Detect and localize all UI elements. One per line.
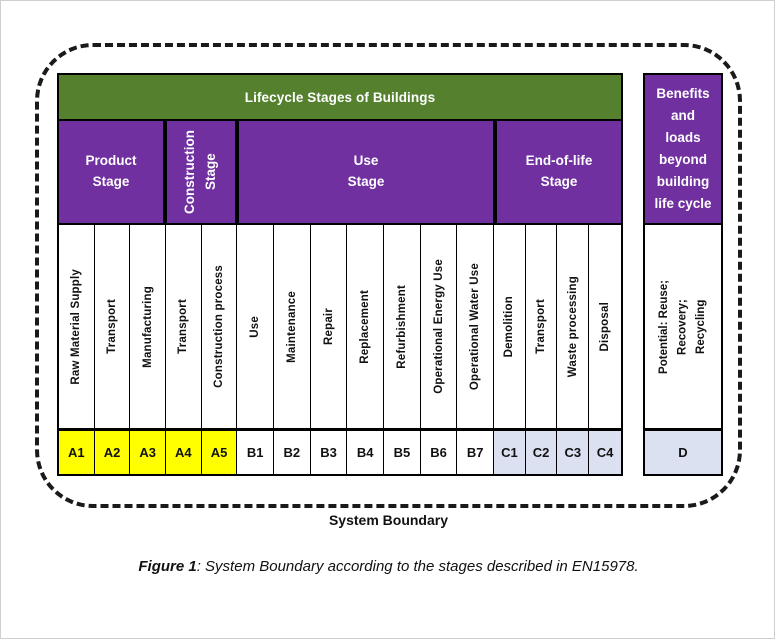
module-code-cell-c4: C4 bbox=[589, 431, 621, 474]
module-code-b4-text: B4 bbox=[356, 445, 374, 460]
module-code-cell-a5: A5 bbox=[201, 431, 238, 474]
module-label-b4-text: Replacement bbox=[359, 289, 372, 364]
module-label-b1-text: Use bbox=[249, 315, 262, 338]
module-code-b2-text: B2 bbox=[283, 445, 301, 460]
module-code-cell-d: D bbox=[643, 430, 723, 476]
module-label-cell-c3: Waste processing bbox=[557, 225, 590, 428]
module-label-b2-text: Maintenance bbox=[285, 290, 298, 363]
module-code-b5-text: B5 bbox=[393, 445, 411, 460]
module-code-cell-b2: B2 bbox=[274, 431, 311, 474]
module-code-cell-b4: B4 bbox=[347, 431, 385, 474]
module-label-b6-text: Operational Energy Use bbox=[432, 259, 445, 394]
module-label-cell-a4: Transport bbox=[166, 225, 202, 428]
module-label-a1-text: Raw Material Supply bbox=[70, 268, 83, 385]
module-code-c4-text: C4 bbox=[596, 445, 614, 460]
module-label-a4-text: Transport bbox=[177, 299, 190, 354]
module-code-row: A1 A2 A3 A4 A5 B1 B2 B3 B4 B5 B6 B7 C1 C2 C3 C4 bbox=[57, 430, 623, 476]
figure-caption-number: Figure 1 bbox=[138, 558, 197, 575]
module-label-cell-a1: Raw Material Supply bbox=[59, 225, 95, 428]
module-code-cell-c3: C3 bbox=[557, 431, 590, 474]
module-label-cell-b2: Maintenance bbox=[274, 225, 311, 428]
module-code-cell-c2: C2 bbox=[525, 431, 558, 474]
module-label-a2-text: Transport bbox=[106, 299, 118, 354]
module-code-cell-c1: C1 bbox=[494, 431, 526, 474]
module-label-c4-text: Disposal bbox=[599, 301, 612, 352]
module-label-cell-c4: Disposal bbox=[589, 225, 621, 428]
module-code-cell-b5: B5 bbox=[384, 431, 421, 474]
module-label-cell-c1: Demolition bbox=[494, 225, 526, 428]
module-code-b1-text: B1 bbox=[246, 445, 264, 460]
module-label-b7-text: Operational Water Use bbox=[469, 262, 482, 391]
module-label-a5-text: Construction process bbox=[213, 265, 226, 388]
module-label-d-text: Potential: Reuse; Recovery; Recycling bbox=[658, 279, 708, 374]
module-code-c3-text: C3 bbox=[564, 445, 582, 460]
module-label-b5-text: Refurbishment bbox=[395, 284, 408, 369]
stage-header-construction-stage-label: Construction Stage bbox=[182, 130, 218, 214]
module-code-a2-text: A2 bbox=[103, 445, 121, 460]
figure-caption-text: : System Boundary according to the stage… bbox=[196, 558, 639, 575]
module-label-cell-b4: Replacement bbox=[347, 225, 385, 428]
module-code-cell-b6: B6 bbox=[420, 431, 458, 474]
module-code-c1-text: C1 bbox=[501, 445, 518, 460]
lifecycle-stages-banner: Lifecycle Stages of Buildings bbox=[57, 73, 623, 121]
module-label-cell-d: Potential: Reuse; Recovery; Recycling bbox=[643, 225, 723, 430]
module-code-b7-text: B7 bbox=[466, 445, 484, 460]
module-label-cell-a2: Transport bbox=[94, 225, 131, 428]
module-code-d-text: D bbox=[678, 445, 688, 460]
module-code-b3-text: B3 bbox=[320, 445, 337, 460]
module-label-cell-b1: Use bbox=[237, 225, 275, 428]
module-code-cell-a2: A2 bbox=[94, 431, 131, 474]
module-code-b6-text: B6 bbox=[430, 445, 447, 460]
module-code-a3-text: A3 bbox=[139, 445, 156, 460]
figure-caption: Figure 1: System Boundary according to t… bbox=[0, 558, 777, 575]
module-code-cell-a1: A1 bbox=[59, 431, 95, 474]
module-label-cell-c2: Transport bbox=[525, 225, 558, 428]
module-label-cell-b3: Repair bbox=[310, 225, 348, 428]
system-boundary-caption: System Boundary bbox=[328, 512, 449, 528]
module-code-c2-text: C2 bbox=[532, 445, 550, 460]
module-code-cell-a3: A3 bbox=[130, 431, 167, 474]
module-label-a3-text: Manufacturing bbox=[141, 285, 154, 368]
stage-header-construction-stage: Construction Stage bbox=[165, 121, 237, 225]
module-code-cell-b1: B1 bbox=[237, 431, 275, 474]
module-code-cell-b7: B7 bbox=[457, 431, 495, 474]
module-label-c2-text: Transport bbox=[535, 299, 548, 354]
module-label-cell-a5: Construction process bbox=[201, 225, 238, 428]
module-code-cell-b3: B3 bbox=[310, 431, 348, 474]
module-code-cell-a4: A4 bbox=[166, 431, 202, 474]
module-label-c3-text: Waste processing bbox=[566, 275, 579, 378]
module-code-a4-text: A4 bbox=[175, 445, 192, 460]
module-label-cell-b7: Operational Water Use bbox=[457, 225, 495, 428]
module-label-cell-a3: Manufacturing bbox=[130, 225, 167, 428]
module-label-cell-b5: Refurbishment bbox=[384, 225, 421, 428]
module-label-cell-b6: Operational Energy Use bbox=[420, 225, 458, 428]
module-label-row: Raw Material Supply Transport Manufacturin… bbox=[57, 225, 623, 430]
module-code-a1-text: A1 bbox=[68, 445, 85, 460]
module-code-a5-text: A5 bbox=[210, 445, 228, 460]
module-label-b3-text: Repair bbox=[322, 308, 335, 345]
module-label-c1-text: Demolition bbox=[503, 295, 516, 358]
